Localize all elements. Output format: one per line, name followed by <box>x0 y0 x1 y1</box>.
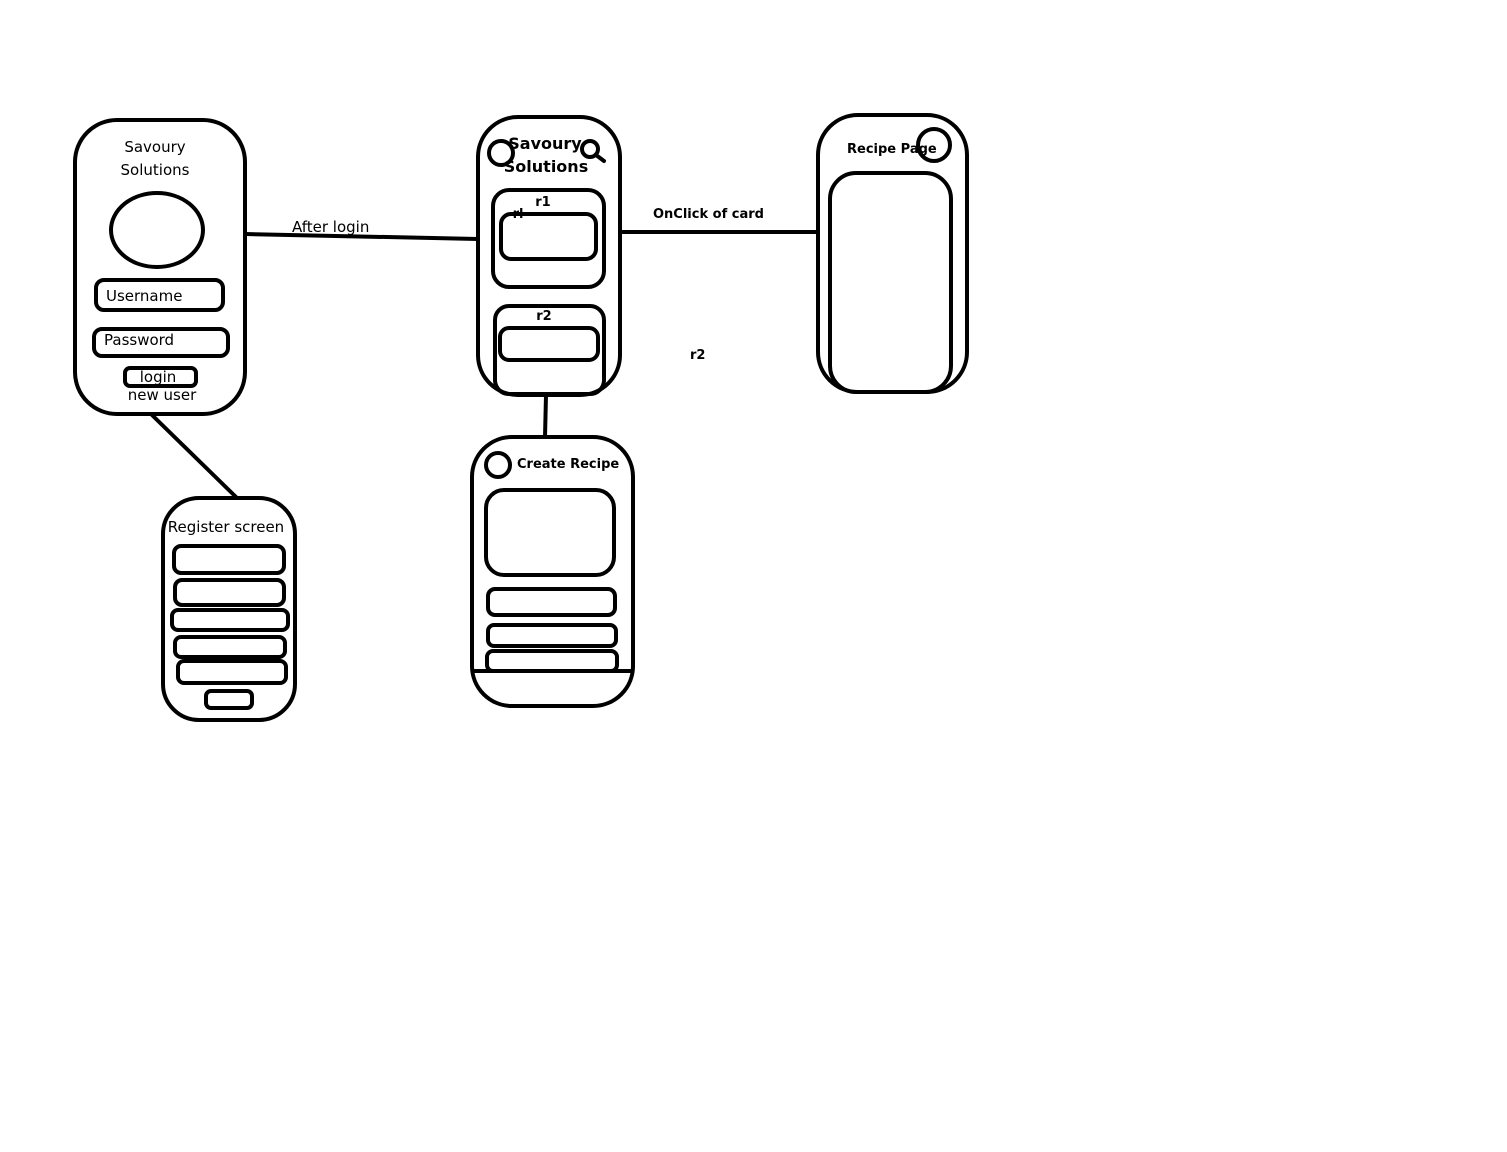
recipe-card-r1-label: r1 <box>535 195 550 210</box>
recipe-card-r2[interactable] <box>493 304 606 396</box>
recipe-page-title: Recipe Page <box>847 142 937 157</box>
connectors: After login OnClick of card r2 <box>150 207 820 500</box>
new-user-link[interactable]: new user <box>128 386 197 404</box>
password-label: Password <box>104 331 174 349</box>
recipe-card-r1[interactable] <box>491 188 606 289</box>
stray-label-r2: r2 <box>690 348 705 363</box>
search-icon[interactable] <box>580 139 606 163</box>
connector-onclick-card-label: OnClick of card <box>653 207 764 222</box>
login-screen: Savoury Solutions Username Password logi… <box>73 118 247 416</box>
recipe-image-upload[interactable] <box>484 488 616 577</box>
connector-create-recipe <box>543 393 548 439</box>
recipe-field[interactable] <box>485 649 619 673</box>
recipe-field[interactable] <box>486 587 617 617</box>
register-field[interactable] <box>173 635 287 659</box>
create-recipe-title: Create Recipe <box>517 457 619 472</box>
recipe-card-r2-label: r2 <box>536 309 551 324</box>
login-title-line2: Solutions <box>121 161 190 179</box>
profile-icon[interactable] <box>484 451 512 479</box>
register-field[interactable] <box>173 578 286 607</box>
create-recipe-phone-frame <box>470 435 635 708</box>
username-label: Username <box>106 287 182 305</box>
recipe-page-screen: Recipe Page <box>816 113 969 394</box>
login-button[interactable] <box>123 366 198 388</box>
home-title-line2: Solutions <box>504 157 588 176</box>
register-title: Register screen <box>168 518 284 536</box>
login-phone-frame <box>73 118 247 416</box>
create-recipe-screen: Create Recipe <box>470 435 635 708</box>
register-submit-button[interactable] <box>204 689 254 710</box>
register-field[interactable] <box>176 659 288 685</box>
connector-new-user <box>150 413 239 500</box>
home-title-line1: Savoury <box>508 134 582 153</box>
profile-icon[interactable] <box>916 127 952 163</box>
register-field[interactable] <box>170 608 290 632</box>
recipe-card-r1-image <box>499 212 598 261</box>
profile-icon[interactable] <box>487 139 515 167</box>
register-phone-frame <box>161 496 297 722</box>
register-screen: Register screen <box>161 496 297 722</box>
username-field[interactable] <box>94 278 225 312</box>
recipe-detail-panel <box>828 171 953 394</box>
login-button-label: login <box>140 368 177 386</box>
home-screen: Savoury Solutions r1 rl r2 <box>476 115 622 397</box>
register-field[interactable] <box>172 544 286 575</box>
connector-after-login <box>243 232 480 241</box>
recipe-field[interactable] <box>486 623 618 648</box>
login-title-line1: Savoury <box>124 138 185 156</box>
avatar <box>109 191 205 269</box>
password-field[interactable] <box>92 327 230 358</box>
recipe-card-r2-image <box>498 326 600 362</box>
connector-after-login-label: After login <box>292 218 369 236</box>
